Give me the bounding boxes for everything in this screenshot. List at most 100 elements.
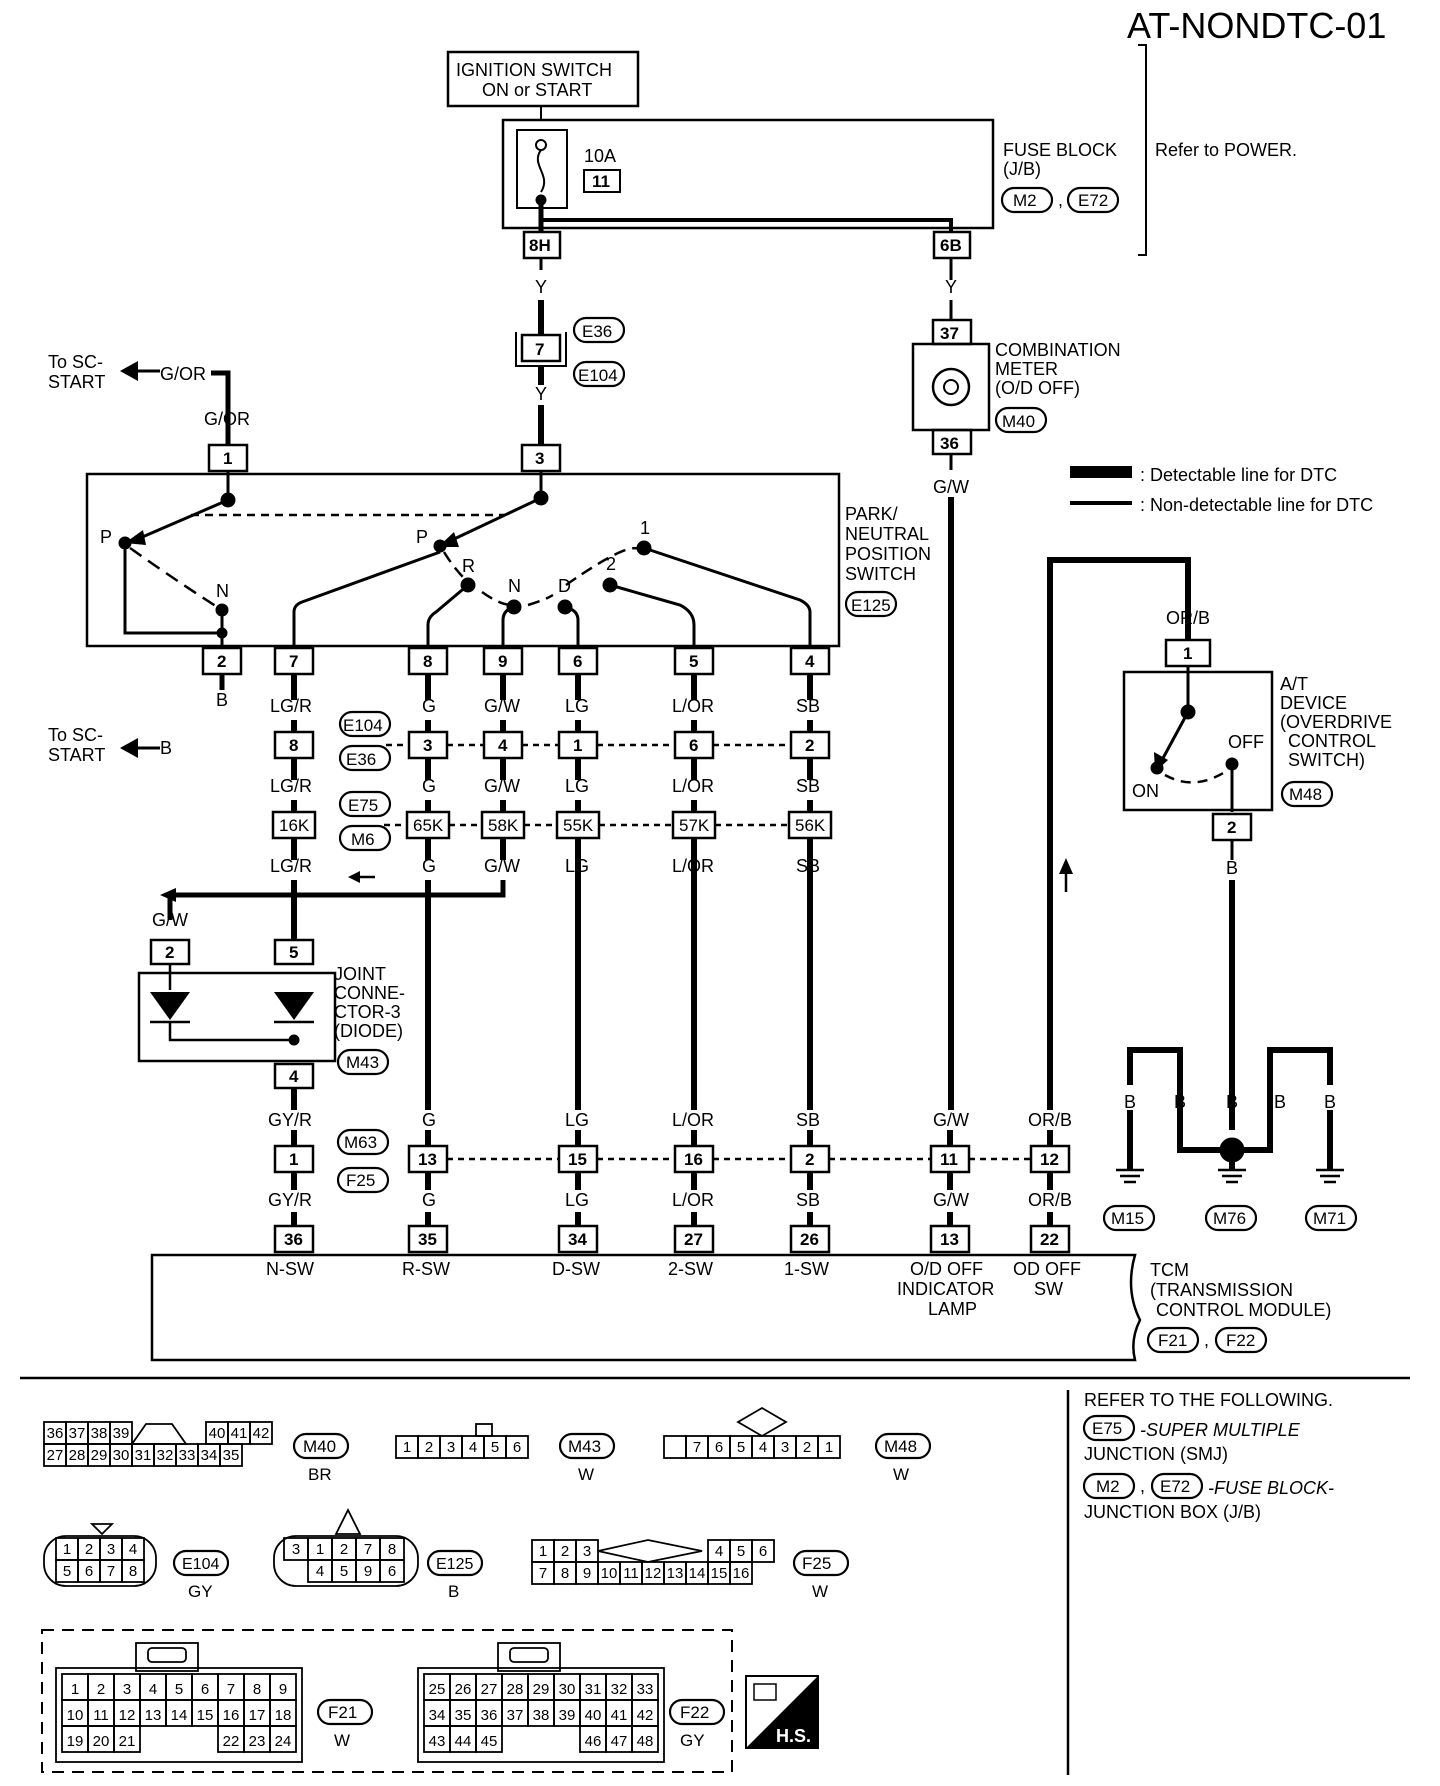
m40-cell-number: 34: [201, 1447, 218, 1464]
f25-cell-number: 10: [601, 1565, 618, 1582]
e104-cell-number: 7: [107, 1563, 115, 1580]
e75-row-pin: 56K: [795, 816, 826, 835]
m48-cell-number: 3: [781, 1439, 789, 1456]
e104-tag: E104: [578, 366, 618, 385]
fuse-block-jb: (J/B): [1003, 159, 1041, 179]
f22-cell-number: 47: [611, 1733, 628, 1750]
wire-label: SB: [796, 696, 820, 716]
tcm-terminal-label: 2-SW: [668, 1259, 713, 1279]
f21-cell-number: 9: [279, 1681, 287, 1698]
f22-key-slot: [509, 1647, 549, 1663]
m40-cell-number: 42: [253, 1425, 270, 1442]
m63-row-pin: 11: [940, 1150, 958, 1169]
m48-cell-number: 2: [803, 1439, 811, 1456]
m63-row-pin: 16: [684, 1150, 703, 1169]
fuse-block-name: FUSE BLOCK: [1003, 140, 1117, 160]
pnp-pos-n1: N: [216, 581, 229, 601]
refer-e75-desc: -SUPER MULTIPLE: [1140, 1420, 1301, 1440]
m48-cell-number: 7: [693, 1439, 701, 1456]
pnp-pos-1: 1: [640, 518, 650, 538]
f22-cell-number: 37: [507, 1707, 524, 1724]
f22-cell-number: 42: [637, 1707, 654, 1724]
tcm-pin: 36: [284, 1230, 303, 1249]
f21-cell-number: 21: [119, 1733, 136, 1750]
f22-cell-number: 48: [637, 1733, 654, 1750]
pnp-bottom-pin: 4: [805, 652, 815, 671]
f21-cell-number: 15: [197, 1707, 214, 1724]
e104-cell-number: 2: [85, 1541, 93, 1558]
e125-cell-number: 3: [292, 1541, 300, 1558]
f21-cell-number: 6: [201, 1681, 209, 1698]
wire-label: OR/B: [1028, 1190, 1072, 1210]
wire-label: LG: [565, 696, 589, 716]
f22-cell-number: 35: [455, 1707, 472, 1724]
e125-housing: [273, 1535, 419, 1587]
refer-e75: E75: [1092, 1419, 1122, 1438]
e104-row-tag-a: E104: [343, 716, 383, 735]
wire-y-lower: Y: [535, 384, 547, 404]
fuse-block-conn-e72: E72: [1078, 191, 1108, 210]
f21-cell-number: 20: [93, 1733, 110, 1750]
m40-cell-number: 38: [91, 1425, 108, 1442]
m40-color: BR: [308, 1465, 332, 1484]
tcm-conn-sep: ,: [1204, 1330, 1209, 1350]
wire-gor-arrow: G/OR: [160, 364, 206, 384]
at-device-on: ON: [1132, 781, 1159, 801]
pnp-pin-3: 3: [535, 449, 544, 468]
f22-cell-number: 45: [481, 1733, 498, 1750]
f22-cell-number: 43: [429, 1733, 446, 1750]
f21-cell-number: 14: [171, 1707, 188, 1724]
tcm-name-2: (TRANSMISSION: [1150, 1280, 1293, 1300]
e36-pin: 7: [535, 340, 544, 359]
wire-label: LG: [565, 776, 589, 796]
wire-gw-meter: G/W: [933, 477, 969, 497]
f22-cell-number: 38: [533, 1707, 550, 1724]
m63-row-pin: 13: [418, 1150, 437, 1169]
m40-cell: [249, 1421, 273, 1445]
wire-label: L/OR: [672, 776, 714, 796]
at-device-off: OFF: [1228, 732, 1264, 752]
m48-cell-number: 4: [759, 1439, 767, 1456]
f22-cell-number: 31: [585, 1681, 602, 1698]
f21-key-icon: [135, 1642, 199, 1672]
wire-label: G/W: [152, 910, 188, 930]
wire-label: LG/R: [270, 856, 312, 876]
f21-cell-number: 22: [223, 1733, 240, 1750]
wire-label: LG: [565, 856, 589, 876]
f22-cell-number: 32: [611, 1681, 628, 1698]
pnp-bottom-pin: 2: [217, 652, 226, 671]
f21-cell-number: 16: [223, 1707, 240, 1724]
pnp-pos-p2: P: [416, 527, 428, 547]
e104-cell-number: 3: [107, 1541, 115, 1558]
wire-label: G/W: [484, 776, 520, 796]
f25-cell: [751, 1539, 775, 1563]
f21-key-slot: [147, 1647, 187, 1663]
fuse-pin-6b: 6B: [940, 236, 962, 255]
joint-name-2: CONNE-: [334, 983, 405, 1003]
f22-cell-number: 30: [559, 1681, 576, 1698]
tcm-terminal-label-3: LAMP: [928, 1299, 977, 1319]
e75-row-pin: 57K: [679, 816, 710, 835]
hs-label: H.S.: [776, 1726, 811, 1746]
f22-cell-number: 27: [481, 1681, 498, 1698]
ground-m76: M76: [1213, 1209, 1246, 1228]
f22-cell-number: 29: [533, 1681, 550, 1698]
legend-nondetectable: : Non-detectable line for DTC: [1140, 495, 1373, 515]
fuse-block-conn-sep: ,: [1058, 190, 1063, 210]
m43-name: M43: [568, 1437, 601, 1456]
e75-row-pin: 58K: [488, 816, 519, 835]
e104-cell-number: 6: [85, 1563, 93, 1580]
ground-wire-label: B: [1174, 1092, 1186, 1112]
e104-row-pin: 4: [498, 736, 508, 755]
tcm-pin: 22: [1040, 1230, 1059, 1249]
f21-cell-number: 1: [71, 1681, 79, 1698]
refer-fb-desc-2: JUNCTION BOX (J/B): [1084, 1502, 1261, 1522]
f25-cell-number: 12: [645, 1565, 662, 1582]
fuse-pin-8h: 8H: [529, 236, 551, 255]
tcm-conn-f22: F22: [1226, 1331, 1255, 1350]
m43-cell-number: 1: [403, 1439, 411, 1456]
tcm-pin: 34: [568, 1230, 587, 1249]
tcm-conn-f21: F21: [1158, 1331, 1187, 1350]
wire-b-sc: B: [216, 690, 228, 710]
m40-name: M40: [303, 1437, 336, 1456]
